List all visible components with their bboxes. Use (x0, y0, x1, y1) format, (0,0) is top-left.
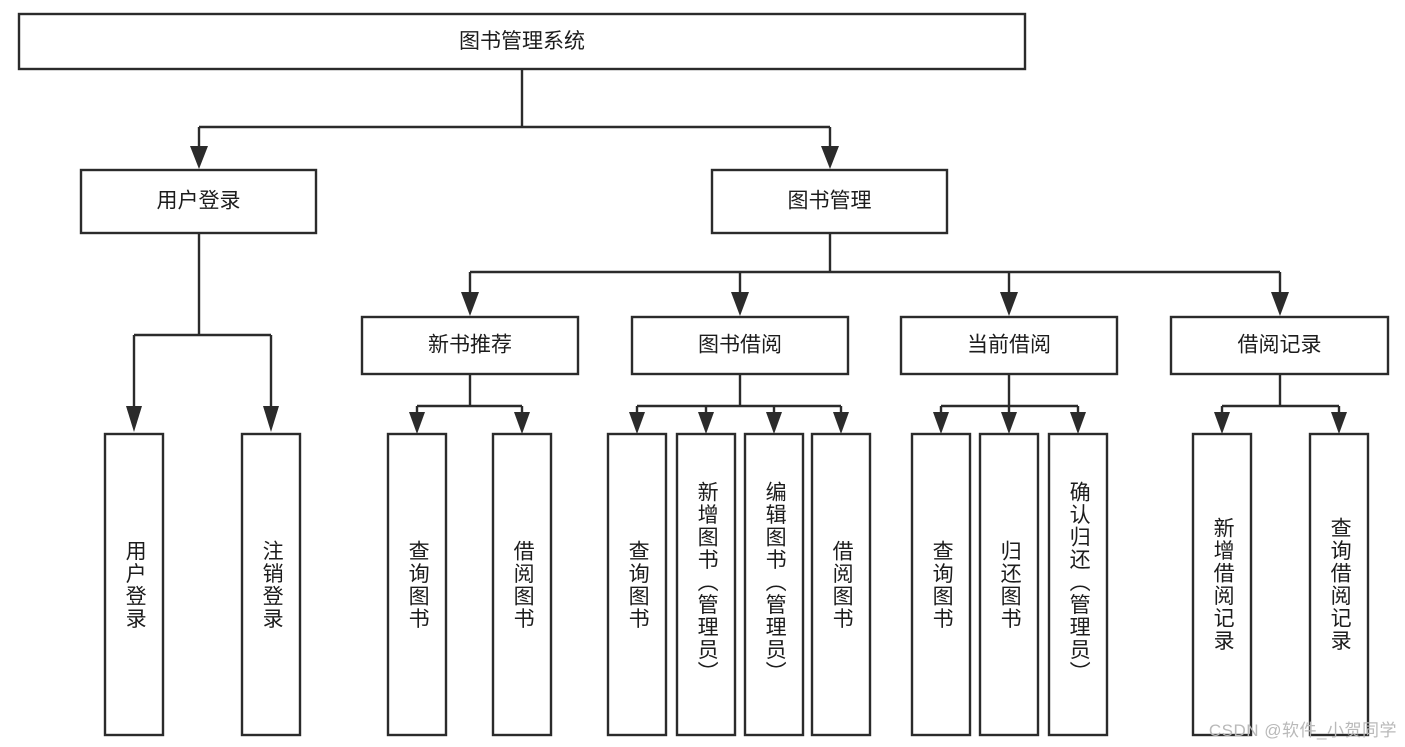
arrow-head-leaf-add-record (1214, 412, 1230, 434)
node-label-leaf-user-login: 用户登录 (123, 539, 147, 630)
node-label-current-borrow: 当前借阅 (967, 334, 1051, 357)
arrow-head-leaf-query-book-2 (629, 412, 645, 434)
leaf-cell-return-book[interactable]: 归还图书 (980, 434, 1038, 735)
node-box-leaf-borrow-book-1[interactable] (491, 432, 553, 737)
node-box-current-borrow[interactable] (899, 315, 1119, 376)
node-label-new-book-rec: 新书推荐 (428, 334, 512, 357)
node-label-borrow-record: 借阅记录 (1238, 334, 1322, 357)
node-label-leaf-borrow-book-1: 借阅图书 (511, 539, 535, 630)
arrow-head-book-borrow (731, 292, 749, 316)
arrow-head-leaf-borrow-book-1 (514, 412, 530, 434)
arrow-head-leaf-logout (263, 406, 279, 432)
node-label-leaf-logout: 注销登录 (260, 539, 284, 630)
node-box-leaf-add-book[interactable] (675, 432, 737, 737)
connector-group-current-borrow-to-leaves (933, 374, 1086, 434)
node-box-leaf-return-book[interactable] (978, 432, 1040, 737)
arrow-head-leaf-query-book-3 (933, 412, 949, 434)
leaf-cell-add-record[interactable]: 新增借阅记录 (1193, 434, 1251, 735)
node-box-leaf-add-record[interactable] (1191, 432, 1253, 737)
leaf-cell-query-book-2[interactable]: 查询图书 (608, 434, 666, 735)
leaf-cell-query-record[interactable]: 查询借阅记录 (1310, 434, 1368, 735)
node-label-user-login: 用户登录 (157, 190, 241, 213)
connector-group-user-login-to-leaves (126, 233, 279, 432)
arrow-head-leaf-edit-book (766, 412, 782, 434)
leaf-cell-add-book[interactable]: 新增图书（管理员） (677, 434, 735, 735)
node-label-leaf-query-book-2: 查询图书 (626, 539, 650, 630)
arrow-head-leaf-user-login (126, 406, 142, 432)
node-box-leaf-query-record[interactable] (1308, 432, 1370, 737)
connector-group-new-book-rec-to-leaves (409, 374, 530, 434)
arrow-head-leaf-add-book (698, 412, 714, 434)
arrow-head-leaf-confirm-return (1070, 412, 1086, 434)
node-label-book-borrow: 图书借阅 (698, 334, 782, 357)
connector-group-root-to-level2 (190, 69, 839, 169)
node-box-book-manage[interactable] (710, 168, 949, 235)
node-box-leaf-query-book-1[interactable] (386, 432, 448, 737)
arrow-head-leaf-borrow-book-2 (833, 412, 849, 434)
connector-group-borrow-record-to-leaves (1214, 374, 1347, 434)
node-label-root: 图书管理系统 (459, 30, 585, 53)
node-box-leaf-query-book-2[interactable] (606, 432, 668, 737)
node-box-leaf-confirm-return[interactable] (1047, 432, 1109, 737)
node-box-leaf-logout[interactable] (240, 432, 302, 737)
node-label-leaf-query-record: 查询借阅记录 (1328, 517, 1352, 652)
node-label-book-manage: 图书管理 (788, 190, 872, 213)
node-label-leaf-add-record: 新增借阅记录 (1211, 517, 1235, 652)
leaf-cell-borrow-book-2[interactable]: 借阅图书 (812, 434, 870, 735)
leaf-cell-query-book-3[interactable]: 查询图书 (912, 434, 970, 735)
arrow-head-borrow-record (1271, 292, 1289, 316)
leaf-cell-borrow-book-1[interactable]: 借阅图书 (493, 434, 551, 735)
arrow-head-book-manage (821, 146, 839, 169)
node-label-leaf-query-book-1: 查询图书 (406, 539, 430, 630)
node-box-leaf-user-login[interactable] (103, 432, 165, 737)
connector-group-book-manage-to-level3 (461, 233, 1289, 316)
leaf-cell-edit-book[interactable]: 编辑图书（管理员） (745, 434, 803, 735)
node-label-leaf-return-book: 归还图书 (998, 539, 1022, 630)
node-box-book-borrow[interactable] (630, 315, 850, 376)
leaf-cell-user-login[interactable]: 用户登录 (105, 434, 163, 735)
node-box-leaf-borrow-book-2[interactable] (810, 432, 872, 737)
node-box-borrow-record[interactable] (1169, 315, 1390, 376)
node-box-root[interactable] (17, 12, 1027, 71)
arrow-head-leaf-return-book (1001, 412, 1017, 434)
node-label-leaf-borrow-book-2: 借阅图书 (830, 539, 854, 630)
node-label-leaf-edit-book: 编辑图书（管理员） (763, 480, 787, 684)
node-box-new-book-rec[interactable] (360, 315, 580, 376)
leaf-cell-confirm-return[interactable]: 确认归还（管理员） (1049, 434, 1107, 735)
leaf-cell-logout[interactable]: 注销登录 (242, 434, 300, 735)
node-label-leaf-confirm-return: 确认归还（管理员） (1067, 480, 1091, 684)
node-label-leaf-query-book-3: 查询图书 (930, 539, 954, 630)
node-box-leaf-query-book-3[interactable] (910, 432, 972, 737)
connector-group-book-borrow-to-leaves (629, 374, 849, 434)
arrow-head-new-book-rec (461, 292, 479, 316)
arrow-head-leaf-query-record (1331, 412, 1347, 434)
leaf-cell-query-book-1[interactable]: 查询图书 (388, 434, 446, 735)
node-box-user-login[interactable] (79, 168, 318, 235)
node-label-leaf-add-book: 新增图书（管理员） (695, 480, 719, 684)
node-box-leaf-edit-book[interactable] (743, 432, 805, 737)
arrow-head-current-borrow (1000, 292, 1018, 316)
arrow-head-leaf-query-book-1 (409, 412, 425, 434)
arrow-head-user-login (190, 146, 208, 169)
